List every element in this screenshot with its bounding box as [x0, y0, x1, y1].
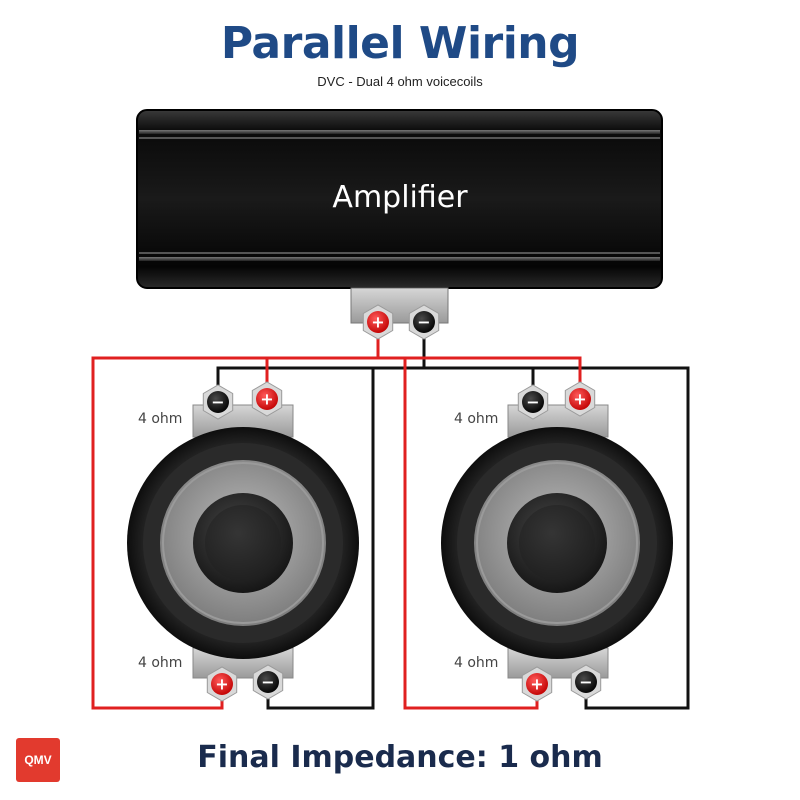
negative-symbol: − — [579, 673, 592, 692]
page-subtitle: DVC - Dual 4 ohm voicecoils — [317, 74, 483, 89]
qmv-logo: QMV — [16, 738, 60, 782]
page-title: Parallel Wiring — [220, 18, 580, 69]
amplifier-label: Amplifier — [332, 180, 468, 215]
positive-symbol: + — [215, 675, 228, 694]
speaker-right-top-coil-label: 4 ohm — [454, 411, 498, 427]
speaker-left-bottom-negative-terminal: − — [252, 664, 284, 700]
amp-negative-terminal: − — [408, 304, 440, 340]
speaker-left-bottom-coil-label: 4 ohm — [138, 655, 182, 671]
speaker-right-bottom-positive-terminal: + — [521, 666, 553, 702]
final-impedance: Final Impedance: 1 ohm — [197, 740, 603, 775]
speaker-right-top-negative-terminal: − — [517, 384, 549, 420]
speaker-left-bottom-positive-terminal: + — [206, 666, 238, 702]
negative-symbol: − — [526, 393, 539, 412]
amp-negative-to-left-top — [216, 366, 424, 398]
amp-positive-main — [376, 322, 582, 398]
speaker-left-top-positive-terminal: + — [251, 381, 283, 417]
amplifier: Amplifier — [136, 109, 663, 324]
negative-symbol: − — [211, 393, 224, 412]
amp-positive-terminal: + — [362, 304, 394, 340]
speaker-right: 4 ohm 4 ohm — [441, 404, 673, 679]
speaker-right-bottom-coil-label: 4 ohm — [454, 655, 498, 671]
speaker-left-top-negative-terminal: − — [202, 384, 234, 420]
positive-symbol: + — [530, 675, 543, 694]
positive-symbol: + — [573, 390, 586, 409]
amp-positive-to-left-top — [265, 356, 378, 398]
speaker-right-bottom-negative-terminal: − — [570, 664, 602, 700]
speaker-left-top-coil-label: 4 ohm — [138, 411, 182, 427]
negative-symbol: − — [261, 673, 274, 692]
negative-symbol: − — [417, 313, 430, 332]
speaker-right-top-positive-terminal: + — [564, 381, 596, 417]
amp-negative-main — [422, 322, 690, 710]
speaker-left: 4 ohm 4 ohm — [127, 404, 359, 679]
positive-symbol: + — [371, 313, 384, 332]
positive-symbol: + — [260, 390, 273, 409]
